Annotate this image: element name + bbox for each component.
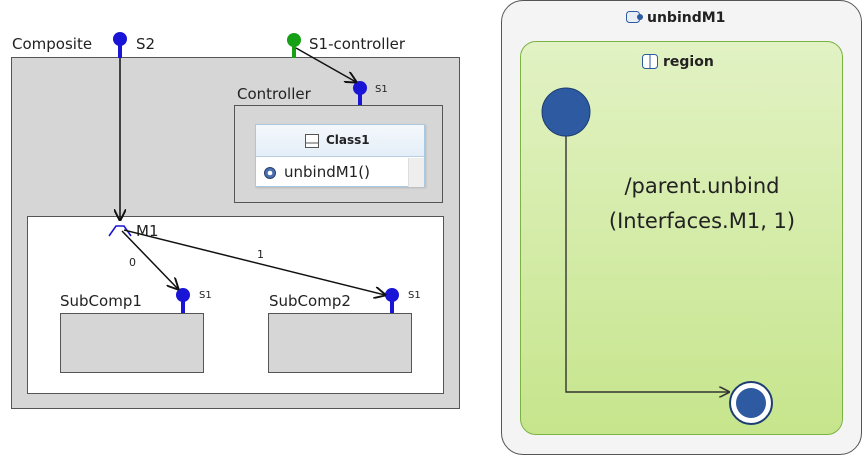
initial-state[interactable] [541, 87, 591, 137]
port-s1-controller[interactable] [287, 33, 301, 58]
edge-0[interactable] [121, 230, 178, 289]
port-s1-controller-label: S1-controller [309, 35, 406, 53]
region-icon [642, 54, 658, 69]
region-label: region [663, 54, 714, 70]
edge-0-label: 0 [129, 256, 136, 269]
port-s2-label: S2 [136, 35, 156, 53]
controller-label: Controller [237, 85, 311, 103]
subcomp1-label: SubComp1 [60, 292, 142, 310]
operation-label: unbindM1() [284, 163, 370, 181]
subcomp2-label: SubComp2 [269, 292, 351, 310]
state-machine-graph [541, 87, 773, 425]
operation-row[interactable]: unbindM1() [256, 158, 411, 186]
state-machine-icon [626, 11, 643, 23]
edge-1-label: 1 [257, 248, 264, 261]
state-machine-title: unbindM1 [647, 10, 726, 26]
subcomp1-box[interactable] [60, 313, 204, 373]
composite-connections [108, 32, 399, 313]
transition-effect-line1: /parent.unbind [624, 174, 780, 198]
class1-scrollbar[interactable] [408, 158, 424, 187]
composite-label: Composite [12, 35, 93, 53]
subcomp1-port-s1[interactable] [176, 288, 190, 313]
class1-box[interactable]: Class1 unbindM1() [255, 124, 425, 187]
subcomp2-port-label: S1 [408, 290, 421, 301]
port-s2[interactable] [113, 32, 127, 58]
edge-1[interactable] [123, 229, 385, 295]
class1-name: Class1 [326, 133, 370, 147]
final-state[interactable] [729, 381, 773, 425]
controller-port-label: S1 [375, 84, 388, 95]
connector-m1-label: M1 [136, 222, 159, 240]
subcomp1-port-label: S1 [199, 290, 212, 301]
transition-line[interactable] [565, 136, 729, 392]
subcomp2-box[interactable] [268, 313, 412, 373]
controller-port-s1[interactable] [353, 81, 367, 105]
delegation-s1-controller[interactable] [295, 47, 356, 82]
transition-effect-line2: (Interfaces.M1, 1) [608, 209, 796, 233]
subcomp2-port-s1[interactable] [385, 288, 399, 313]
operation-gear-icon [264, 167, 276, 179]
class1-header: Class1 [256, 125, 424, 157]
class-icon [305, 134, 319, 148]
